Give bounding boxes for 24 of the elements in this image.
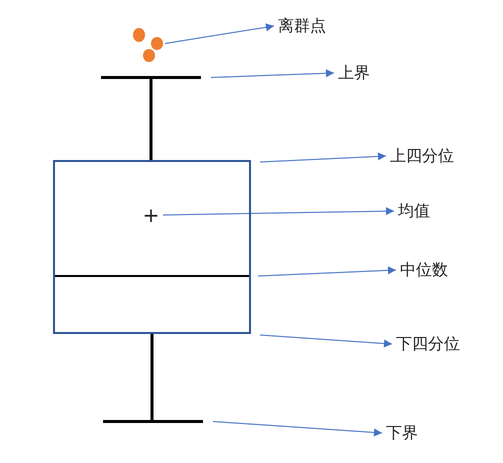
leader-line bbox=[210, 69, 334, 78]
leader-line bbox=[212, 421, 382, 436]
median-line bbox=[55, 275, 249, 277]
leader-line bbox=[260, 152, 386, 162]
leader-line bbox=[260, 334, 392, 348]
label-text: 上四分位 bbox=[390, 145, 480, 167]
whisker-cap bbox=[101, 76, 201, 79]
outlier-dot bbox=[151, 37, 163, 50]
whisker-line bbox=[150, 334, 154, 420]
leader-line bbox=[164, 23, 274, 44]
label-text: 上界 bbox=[338, 62, 378, 84]
leader-line bbox=[162, 207, 394, 216]
leader-line bbox=[258, 266, 396, 276]
label-text: 离群点 bbox=[278, 15, 342, 37]
label-text: 中位数 bbox=[400, 259, 464, 281]
whisker-line bbox=[150, 79, 152, 160]
mean-marker: + bbox=[141, 204, 161, 226]
whisker-cap bbox=[103, 420, 203, 423]
label-text: 均值 bbox=[398, 200, 438, 222]
outlier-dot bbox=[143, 49, 155, 62]
label-text: 下界 bbox=[386, 422, 426, 444]
box-plot-box bbox=[53, 160, 251, 334]
label-text: 下四分位 bbox=[396, 333, 486, 355]
outlier-dot bbox=[133, 28, 145, 42]
